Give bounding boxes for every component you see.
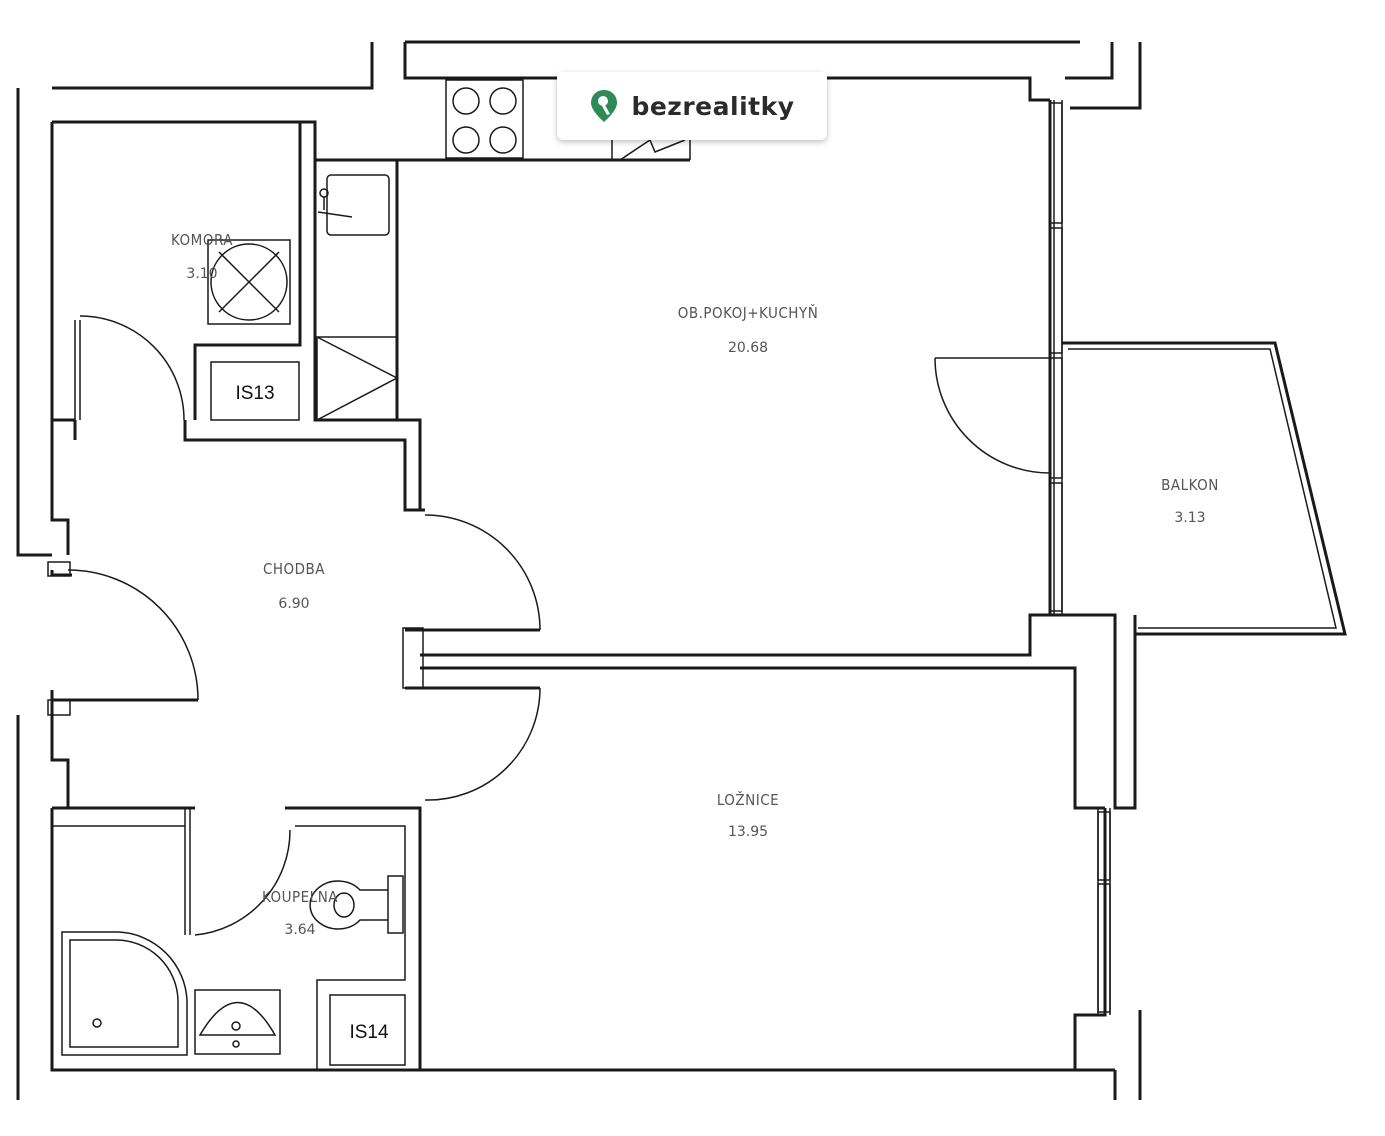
kitchen-unit — [315, 42, 1050, 421]
area-living-kitchen: 20.68 — [728, 340, 768, 356]
label-loznice: LOŽNICE — [717, 790, 779, 809]
ventilation-unit — [207, 239, 291, 325]
area-komora: 3.10 — [186, 266, 217, 282]
label-chodba: CHODBA — [263, 560, 325, 578]
room-loznice-walls — [1073, 808, 1111, 1070]
room-komora-walls — [50, 120, 405, 422]
kitchen-sink — [326, 174, 390, 236]
room-chodba-walls — [47, 315, 541, 808]
toilet-tank — [387, 875, 404, 934]
area-loznice: 13.95 — [728, 824, 768, 840]
brand-watermark: bezrealitky — [557, 72, 827, 140]
shaft-is14: IS14 — [349, 1022, 389, 1043]
room-labels: KOMORA 3.10 OB.POKOJ+KUCHYŇ 20.68 BALKON… — [171, 231, 1219, 1043]
room-koupelna-walls — [50, 806, 1115, 1072]
label-koupelna: KOUPELNA — [262, 888, 338, 906]
label-balkon: BALKON — [1161, 476, 1219, 494]
washbasin — [194, 989, 281, 1055]
cooktop — [445, 79, 524, 159]
area-chodba: 6.90 — [278, 596, 309, 612]
area-balkon: 3.13 — [1174, 510, 1205, 526]
brand-name: bezrealitky — [631, 91, 795, 121]
shower-tray — [61, 931, 188, 1056]
exterior-walls — [16, 40, 1142, 1100]
area-koupelna: 3.64 — [284, 922, 315, 938]
shaft-is13: IS13 — [235, 383, 274, 404]
toilet — [309, 880, 388, 930]
label-living-kitchen: OB.POKOJ+KUCHYŇ — [678, 303, 819, 322]
location-pin-icon — [591, 90, 618, 122]
living-room-walls — [420, 100, 1137, 810]
label-komora: KOMORA — [171, 231, 233, 249]
kitchen-cabinet — [316, 336, 398, 421]
balcony-outline — [1062, 341, 1347, 636]
